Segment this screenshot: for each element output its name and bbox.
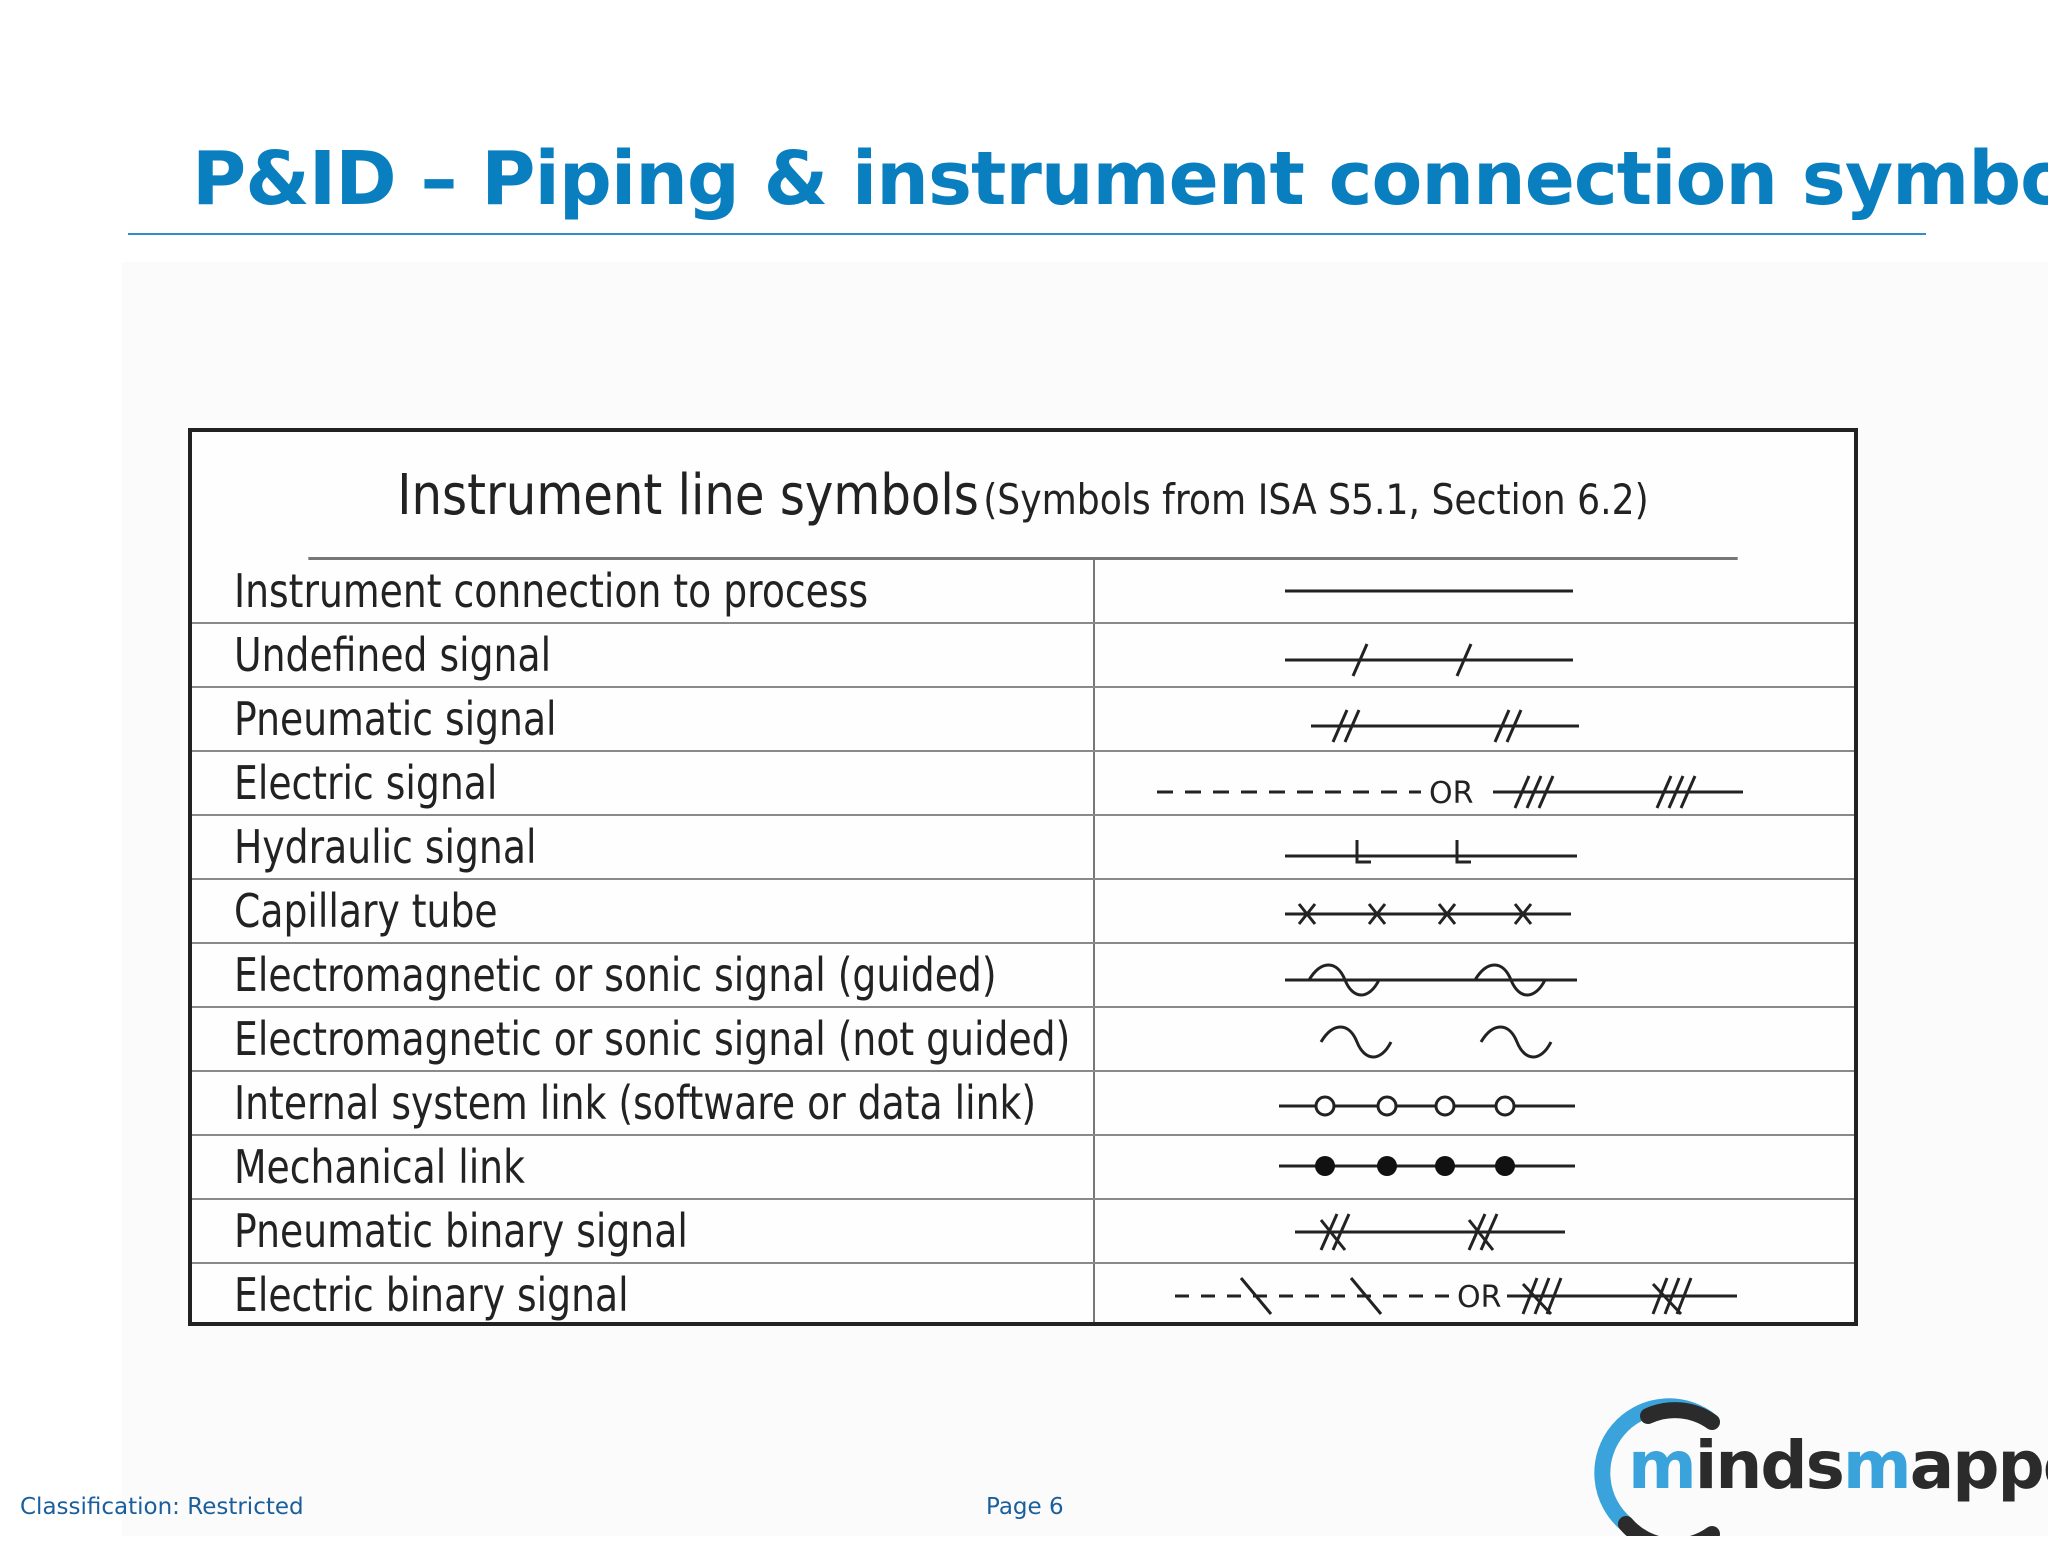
table-row: Pneumatic signal [192, 688, 1854, 752]
table-row: Internal system link (software or data l… [192, 1072, 1854, 1136]
open-circle-line-icon [1095, 1072, 1854, 1134]
filled-dot-line-icon [1095, 1136, 1854, 1198]
wave-line-icon [1095, 944, 1854, 1006]
mindsmapped-logo: mindsmapped [1588, 1384, 2048, 1541]
double-slash-line-icon [1095, 688, 1854, 750]
or-label: OR [1429, 776, 1473, 811]
table-row: Mechanical link [192, 1136, 1854, 1200]
instrument-line-symbols-table: Instrument line symbols (Symbols from IS… [188, 428, 1858, 1326]
x-mark-line-icon [1095, 880, 1854, 942]
column-divider [1093, 560, 1095, 1322]
row-label: Electromagnetic or sonic signal (guided) [234, 948, 997, 1002]
row-label: Electromagnetic or sonic signal (not gui… [234, 1012, 1071, 1066]
dashed-backslash-or-triple-slash-x-line-icon: OR [1095, 1264, 1854, 1326]
table-row: Electromagnetic or sonic signal (not gui… [192, 1008, 1854, 1072]
table-row: Hydraulic signal [192, 816, 1854, 880]
table-row: Electromagnetic or sonic signal (guided) [192, 944, 1854, 1008]
title-underline [128, 233, 1926, 235]
row-label: Instrument connection to process [234, 564, 869, 618]
single-slash-line-icon [1095, 624, 1854, 686]
row-label: Pneumatic binary signal [234, 1204, 688, 1258]
l-mark-line-icon [1095, 816, 1854, 878]
svg-text:mindsmapped: mindsmapped [1628, 1427, 2048, 1504]
table-row: Undefined signal [192, 624, 1854, 688]
table-heading-sub: (Symbols from ISA S5.1, Section 6.2) [983, 475, 1649, 524]
table-heading-main: Instrument line symbols [397, 463, 979, 528]
table-row: Pneumatic binary signal [192, 1200, 1854, 1264]
solid-line-icon [1095, 560, 1854, 622]
classification-label: Classification: Restricted [20, 1494, 304, 1520]
row-label: Hydraulic signal [234, 820, 537, 874]
double-slash-x-line-icon [1095, 1200, 1854, 1262]
row-label: Undefined signal [234, 628, 552, 682]
row-label: Pneumatic signal [234, 692, 557, 746]
or-label: OR [1457, 1280, 1501, 1315]
table-row: Electric binary signal OR [192, 1264, 1854, 1328]
table-row: Instrument connection to process [192, 560, 1854, 624]
row-label: Electric signal [234, 756, 498, 810]
table-heading: Instrument line symbols (Symbols from IS… [308, 432, 1738, 560]
row-label: Electric binary signal [234, 1268, 629, 1322]
row-label: Internal system link (software or data l… [234, 1076, 1037, 1130]
row-label: Capillary tube [234, 884, 498, 938]
row-label: Mechanical link [234, 1140, 525, 1194]
wave-icon [1095, 1008, 1854, 1070]
page-number: Page 6 [986, 1494, 1064, 1520]
table-row: Capillary tube [192, 880, 1854, 944]
dashed-or-triple-slash-line-icon: OR [1095, 752, 1854, 814]
slide-title: P&ID – Piping & instrument connection sy… [192, 136, 2048, 222]
table-row: Electric signal OR [192, 752, 1854, 816]
